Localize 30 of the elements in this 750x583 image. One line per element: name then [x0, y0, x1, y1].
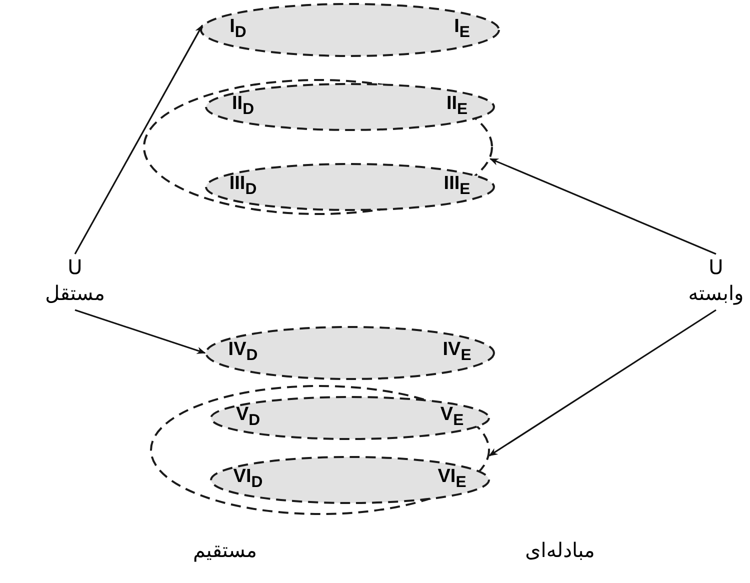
ellipse-label: III$_{D}$ — [229, 174, 257, 200]
ellipse-label: IV$_{D}$ — [228, 340, 258, 366]
label-line: U — [66, 254, 84, 280]
ellipse-label: V$_{D}$ — [236, 405, 260, 431]
layer-ellipse — [205, 326, 495, 380]
caption-label: مبادله‌ای — [525, 538, 595, 562]
ellipse-label: IV$_{E}$ — [442, 340, 472, 366]
caption-label: مستقیم — [192, 538, 258, 562]
ellipse-label: I$_{E}$ — [454, 17, 470, 43]
label-line: U — [708, 254, 724, 280]
layer-ellipse — [200, 3, 500, 57]
layer-ellipse — [205, 163, 495, 211]
ellipse-label: VI$_{E}$ — [438, 467, 466, 493]
group-ellipse — [150, 385, 490, 515]
arrow — [488, 309, 716, 456]
ellipse-label: III$_{E}$ — [444, 174, 470, 200]
ellipse-label: V$_{E}$ — [440, 405, 464, 431]
ellipse-label: II$_{E}$ — [446, 94, 468, 120]
layer-ellipse — [210, 456, 490, 504]
group-ellipse — [143, 79, 493, 215]
ellipse-label: I$_{D}$ — [230, 17, 246, 43]
label-line: وابسته — [687, 280, 745, 306]
ellipse-label: II$_{D}$ — [232, 94, 254, 120]
arrow — [489, 158, 716, 255]
layer-ellipse — [210, 396, 490, 440]
layer-ellipse — [205, 83, 495, 131]
label-line: مستقل — [44, 280, 106, 306]
ellipse-label: VI$_{D}$ — [233, 467, 263, 493]
arrow — [74, 309, 206, 354]
arrow — [74, 24, 203, 254]
